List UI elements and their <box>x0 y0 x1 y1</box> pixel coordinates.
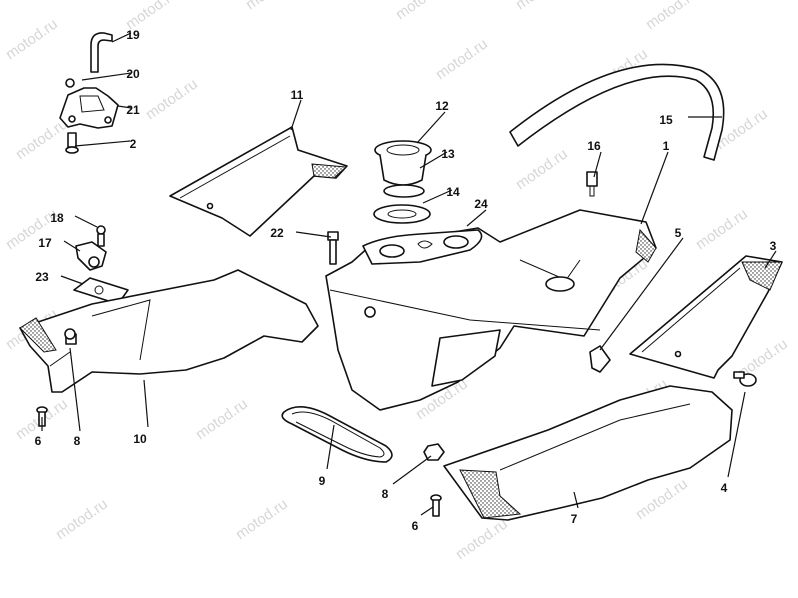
leader-line-c1 <box>640 151 669 225</box>
leader-line-c9 <box>326 424 335 470</box>
callout-c16: 16 <box>587 139 601 153</box>
screw-6b-part <box>430 494 442 517</box>
leader-line-c12 <box>416 111 446 144</box>
bolt-part <box>586 171 598 197</box>
leader-line-c17 <box>63 240 81 252</box>
leader-line-c3 <box>764 250 777 269</box>
callout-c22: 22 <box>270 226 284 240</box>
leader-line-c11 <box>290 99 302 131</box>
side-panel-part <box>169 126 348 237</box>
leader-line-c22 <box>295 231 332 238</box>
callout-c9: 9 <box>319 474 326 488</box>
callout-c17: 17 <box>38 236 52 250</box>
callout-c6a: 6 <box>35 434 42 448</box>
callout-c23: 23 <box>35 270 49 284</box>
clip-5-part <box>589 345 611 373</box>
left-duct-part <box>19 269 319 393</box>
callout-c4: 4 <box>721 481 728 495</box>
callout-c12: 12 <box>435 99 449 113</box>
nut-8a-part <box>64 328 76 340</box>
leader-line-c8b <box>392 455 432 485</box>
callout-c20: 20 <box>126 67 140 81</box>
callout-c8b: 8 <box>382 487 389 501</box>
callout-c11: 11 <box>291 88 304 102</box>
callout-c13: 13 <box>441 147 455 161</box>
leader-line-c23 <box>60 275 84 285</box>
leader-line-c13 <box>419 151 448 169</box>
leader-line-c10 <box>143 379 149 428</box>
callout-c7: 7 <box>571 512 578 526</box>
screw-18-part <box>96 225 106 247</box>
leader-line-c6b <box>420 506 434 516</box>
callout-c24: 24 <box>474 197 488 211</box>
leader-line-c18 <box>74 215 98 228</box>
ring-part <box>383 184 425 198</box>
callout-c2: 2 <box>130 137 137 151</box>
callout-c18: 18 <box>50 211 64 225</box>
callout-c1: 1 <box>663 139 670 153</box>
rubber-strip-part <box>509 63 725 161</box>
leader-line-c7 <box>573 491 579 509</box>
hose-part <box>90 32 113 73</box>
leader-line-c20 <box>81 72 132 81</box>
leader-line-c14 <box>422 189 453 204</box>
callout-c15: 15 <box>659 113 673 127</box>
screw-4-part <box>733 371 757 387</box>
callout-labels: 19 20 21 2 11 12 13 14 15 16 1 24 18 17 22 5 3 23 10 6 8 9 8 7 4… <box>35 28 777 533</box>
leader-line-c4 <box>727 391 746 478</box>
callout-c10: 10 <box>133 432 147 446</box>
callout-c21: 21 <box>126 103 140 117</box>
leader-line-c21 <box>117 105 132 109</box>
right-panel-part <box>629 255 783 379</box>
seal-loop-part <box>281 406 393 463</box>
grommet-17-part <box>75 241 107 271</box>
main-fairing-part <box>325 209 657 411</box>
leader-lines <box>41 32 777 516</box>
leader-line-c8a <box>69 347 81 432</box>
callout-c19: 19 <box>126 28 140 42</box>
callout-c5: 5 <box>675 226 682 240</box>
leader-line-c2 <box>74 140 131 147</box>
gasket-part <box>373 204 431 224</box>
cap-part <box>374 140 432 186</box>
callout-c8a: 8 <box>74 434 81 448</box>
nut-8b-part <box>423 443 445 461</box>
leader-line-c16 <box>593 151 602 178</box>
right-duct-part <box>443 385 733 521</box>
bracket-part <box>59 87 119 129</box>
clip-part <box>65 78 75 88</box>
callout-c6b: 6 <box>412 519 419 533</box>
callout-c3: 3 <box>770 239 777 253</box>
leader-line-c5 <box>599 237 684 351</box>
leader-line-c24 <box>466 209 487 227</box>
leader-line-c19 <box>111 32 132 43</box>
screw-part <box>65 132 79 154</box>
plate-23-part <box>73 277 129 305</box>
callout-c14: 14 <box>446 185 460 199</box>
